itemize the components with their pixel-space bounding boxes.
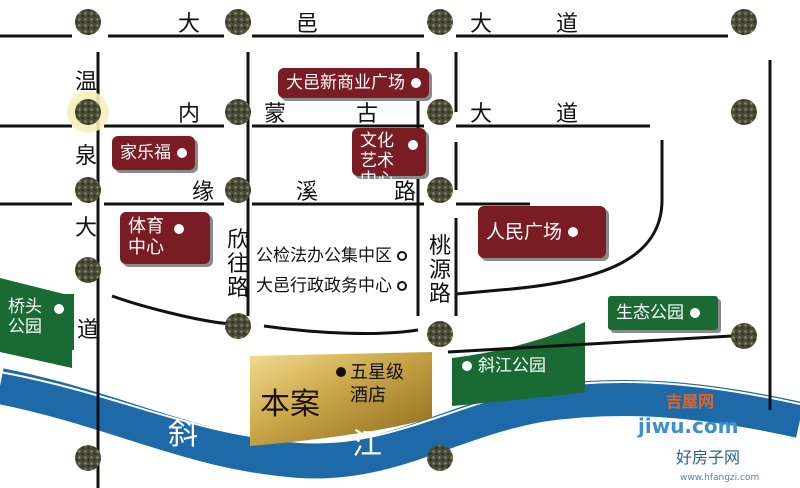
poi-legal-center[interactable]: 公检法办公集中区 (256, 246, 408, 266)
road-xinwang-char: 往 (226, 252, 249, 277)
river-label: 江 (352, 427, 382, 462)
node-icon (75, 445, 101, 471)
road-neimeng-char: 内 (178, 102, 201, 127)
node-icon (75, 257, 101, 283)
roads (0, 34, 772, 488)
river (0, 368, 800, 479)
node-icon (427, 9, 453, 35)
poi-label: 生态公园 (616, 302, 684, 323)
node-icon (75, 9, 101, 35)
xiejiang-park-area (452, 322, 585, 406)
poi-culture-center[interactable]: 文化艺术中心 (352, 128, 426, 190)
poi-label: 体育中心 (128, 216, 164, 258)
poi-label: 家乐福 (120, 142, 171, 163)
node-icon (731, 99, 757, 125)
poi-label: 公检法办公集中区 (256, 246, 392, 266)
road-dayi-char: 邑 (296, 12, 319, 37)
node-icon (225, 9, 251, 35)
road-wenquan-char: 泉 (74, 144, 97, 169)
poi-qiaotou-park[interactable]: 桥头公园 (0, 294, 74, 350)
dot-icon (336, 367, 346, 377)
dot-icon (54, 304, 64, 314)
road-wenquan-char: 道 (76, 318, 99, 343)
poi-label: 大邑行政政务中心 (256, 276, 392, 296)
road-dayi-char: 大 (178, 12, 201, 37)
road-dayi-char: 道 (556, 12, 579, 37)
dot-icon (177, 148, 187, 158)
poi-label: 文化艺术中心 (360, 131, 394, 191)
poi-label: 五星级酒店 (350, 362, 404, 406)
watermark-url: jiwu.com (638, 414, 739, 438)
node-icon (731, 323, 757, 349)
road-wenquan-char: 大 (74, 216, 97, 241)
watermark-url-2: www.hfangzi.com (680, 473, 760, 483)
road-neimeng-char: 古 (356, 102, 379, 127)
node-icon (427, 321, 453, 347)
dot-icon (568, 227, 579, 237)
road-yuanxi-char: 缘 (192, 180, 215, 205)
node-icon (731, 9, 757, 35)
poi-eco-park[interactable]: 生态公园 (608, 296, 718, 330)
road-taoyuan-char: 路 (428, 282, 451, 307)
road-taoyuan-char: 桃 (428, 234, 451, 259)
project-area (250, 352, 432, 446)
road-neimeng-char: 蒙 (264, 102, 287, 127)
intersection-nodes (67, 9, 757, 471)
road-neimeng-char: 大 (470, 102, 493, 127)
poi-people-square[interactable]: 人民广场 (478, 206, 606, 258)
project-label[interactable]: 本案 (260, 387, 320, 422)
road-yuanxi-char: 路 (394, 180, 417, 205)
poi-jialefu[interactable]: 家乐福 (112, 136, 195, 170)
road-dayi-char: 大 (470, 12, 493, 37)
road-xinwang-char: 路 (226, 276, 249, 301)
poi-hotel[interactable]: 五星级酒店 (336, 362, 420, 407)
node-icon (225, 313, 251, 339)
node-icon (427, 99, 453, 125)
poi-label: 人民广场 (486, 220, 563, 243)
dot-icon (397, 251, 408, 261)
node-icon (427, 445, 453, 471)
poi-label: 大邑新商业广场 (286, 72, 405, 93)
watermark-brand: 吉屋网 (666, 392, 715, 411)
road-yuanxi-char: 溪 (296, 180, 319, 205)
road-xinwang-char: 欣 (226, 228, 249, 253)
node-icon (225, 99, 251, 125)
dot-icon (408, 140, 418, 150)
river-label: 斜 (168, 417, 198, 452)
dot-icon (462, 361, 472, 372)
dot-icon (690, 308, 700, 318)
dot-icon (174, 224, 184, 234)
node-icon (75, 99, 101, 125)
dot-icon (411, 78, 421, 88)
dot-icon (397, 281, 408, 291)
road-neimeng-char: 道 (556, 102, 579, 127)
node-icon (75, 177, 101, 203)
road-taoyuan-char: 源 (428, 258, 451, 283)
watermark-brand-2: 好房子网 (676, 448, 741, 467)
node-icon (225, 177, 251, 203)
poi-label: 斜江公园 (478, 356, 546, 376)
poi-admin-center[interactable]: 大邑行政政务中心 (256, 276, 408, 296)
poi-label: 桥头公园 (8, 297, 42, 337)
poi-dayi-plaza[interactable]: 大邑新商业广场 (278, 68, 429, 98)
poi-sports-center[interactable]: 体育中心 (120, 212, 210, 264)
poi-xiejiang-park[interactable]: 斜江公园 (462, 356, 546, 376)
node-icon (427, 177, 453, 203)
road-wenquan-char: 温 (74, 70, 97, 95)
